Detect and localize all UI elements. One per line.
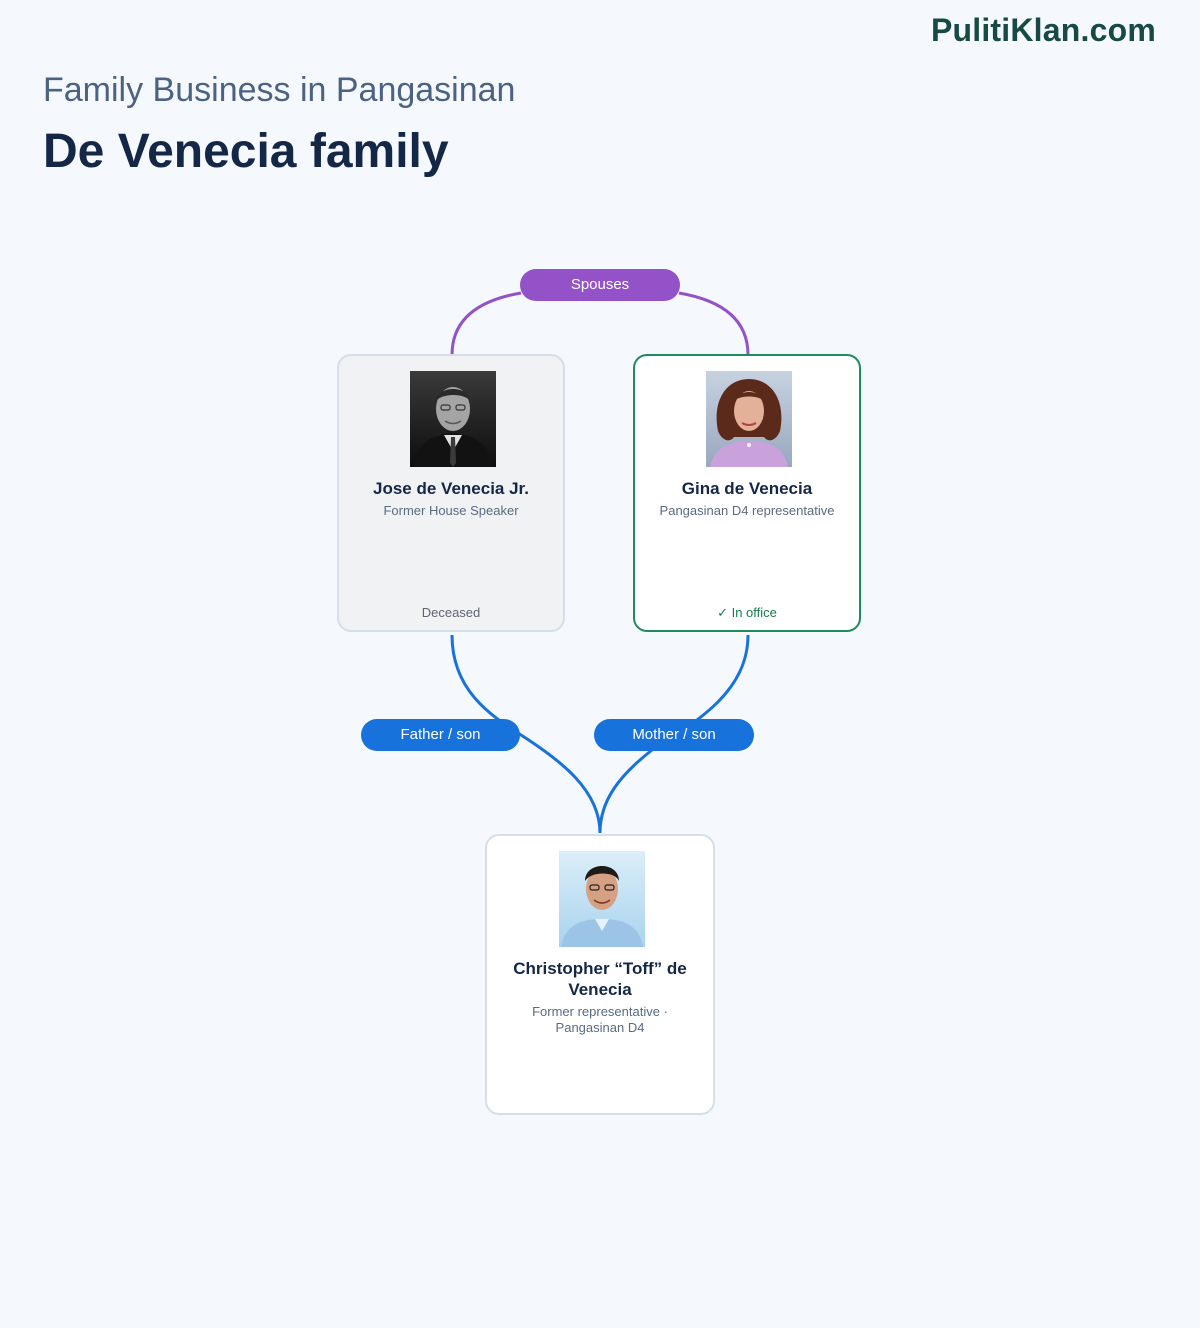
person-card-toff[interactable]: Christopher “Toff” de Venecia Former rep… [485,834,715,1115]
person-role: Former House Speaker [383,503,519,518]
status-badge: Deceased [421,605,481,620]
person-name: Christopher “Toff” de Venecia [513,959,687,999]
jose-portrait [410,371,496,467]
toff-portrait [559,851,645,947]
site-brand[interactable]: PulitiKlan.com [930,12,1156,48]
father-son-link [450,634,602,834]
spouses-label: Spouses [520,269,680,301]
spouse-link [450,291,750,356]
father-son-label: Father / son [361,719,520,751]
person-name: Jose de Venecia Jr. [373,479,529,498]
person-card-gina[interactable]: Gina de Venecia Pangasinan D4 representa… [633,354,861,632]
person-name: Gina de Venecia [681,479,813,498]
mother-son-label: Mother / son [594,719,754,751]
person-card-jose[interactable]: Jose de Venecia Jr. Former House Speaker… [337,354,565,632]
gina-portrait [706,371,792,467]
page-kicker: Family Business in Pangasinan [43,71,516,109]
person-role: Pangasinan D4 representative [659,503,835,518]
page-title: De Venecia family [43,125,449,178]
status-badge: ✓ In office [717,605,777,620]
person-role: Former representative · Pangasinan D4 [532,1004,668,1035]
